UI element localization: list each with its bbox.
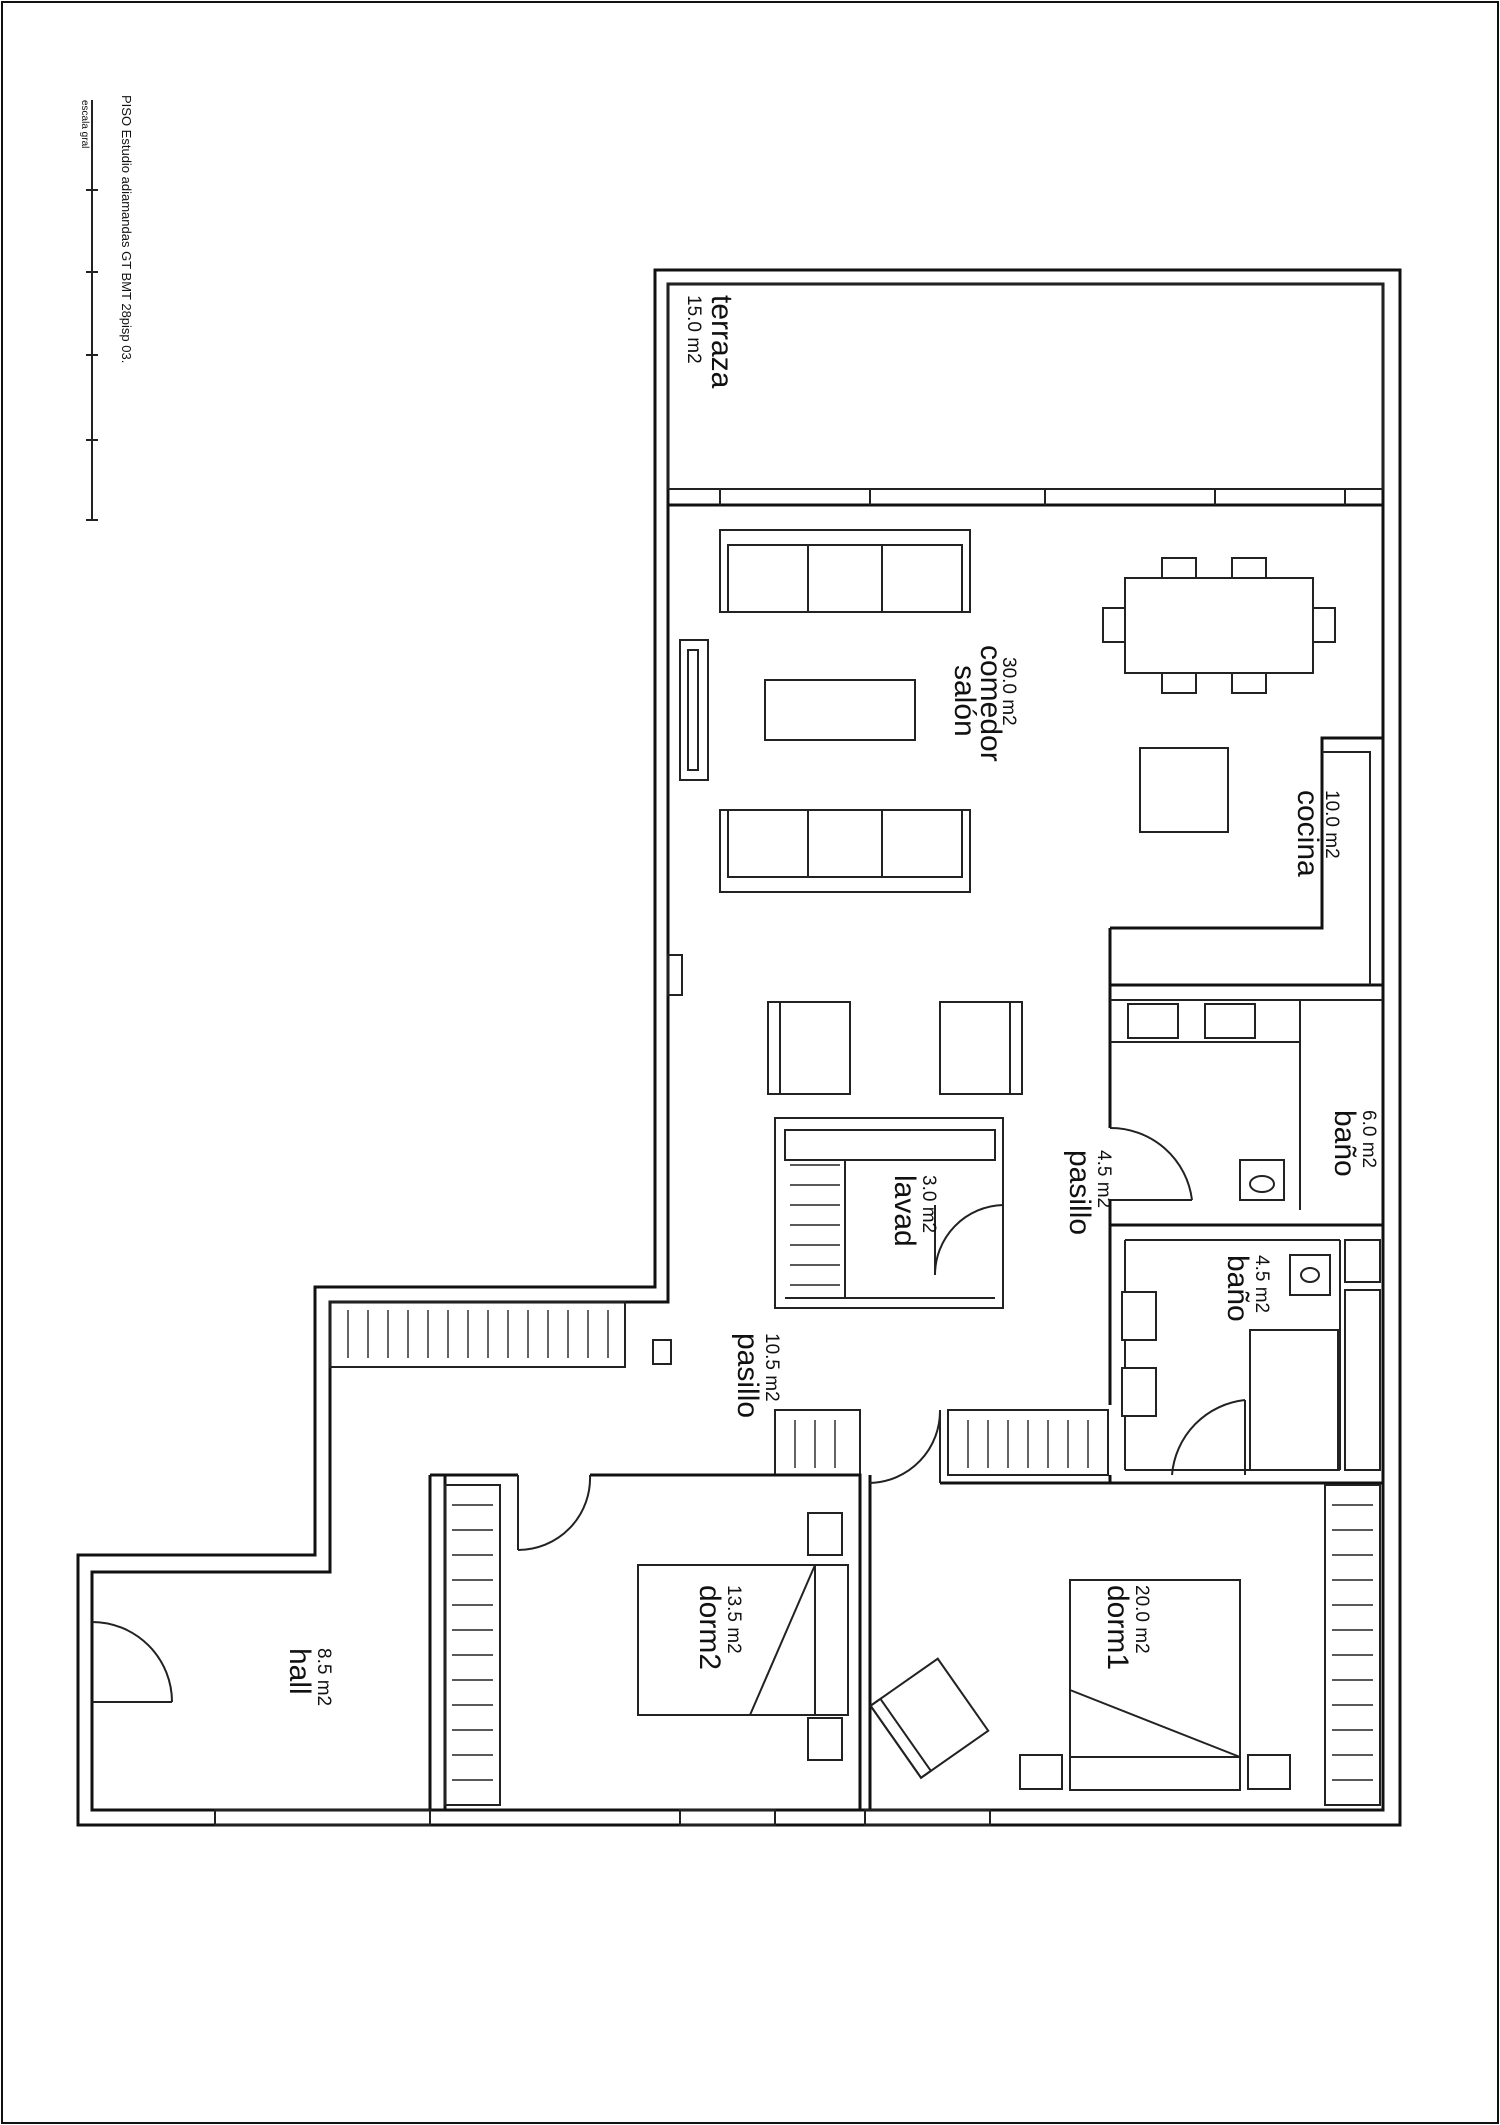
sink-4 xyxy=(1121,1367,1157,1417)
armchair-dorm1 xyxy=(869,1657,990,1780)
dorm1-name: dorm1 xyxy=(1101,1585,1134,1670)
hall-area xyxy=(76,1621,173,1712)
bano1-name: baño xyxy=(1328,1110,1361,1177)
label-dorm2: dorm2 13.5 m2 xyxy=(693,1585,744,1670)
bed-dorm1 xyxy=(1069,1579,1241,1791)
cocina-area xyxy=(1108,736,1383,987)
label-cocina: cocina 10.0 m2 xyxy=(1291,790,1342,877)
plan-note: PISO Estudio adiamandas GT BMT 28pisp 03… xyxy=(119,95,134,363)
sink-1 xyxy=(1127,1003,1179,1039)
dorm2-furniture xyxy=(637,1512,849,1761)
scale-note-text: escala gral xyxy=(79,100,90,148)
dorm1-area-text: 20.0 m2 xyxy=(1131,1585,1152,1654)
bano2-area xyxy=(1108,1225,1383,1485)
dining-table xyxy=(1124,577,1314,674)
door-bano2 xyxy=(1171,1399,1246,1476)
salon-furniture xyxy=(667,529,1336,1095)
salon-name-1: salón xyxy=(948,665,981,737)
label-bano2: baño 4.5 m2 xyxy=(1221,1255,1272,1322)
pasillo1-name: pasillo xyxy=(1063,1150,1096,1235)
door-lavad xyxy=(934,1204,1004,1276)
terraza-area-text: 15.0 m2 xyxy=(683,295,704,364)
sink-2 xyxy=(1204,1003,1256,1039)
bedroom-walls xyxy=(214,1409,1381,1826)
label-dorm1: dorm1 20.0 m2 xyxy=(1101,1585,1152,1670)
bano2-name: baño xyxy=(1221,1255,1254,1322)
label-pasillo1: pasillo 4.5 m2 xyxy=(1063,1150,1114,1235)
salon-area-text: 30.0 m2 xyxy=(998,657,1019,726)
bathtub xyxy=(1249,1329,1339,1471)
bano1-area xyxy=(1108,985,1383,1227)
nightstand-1 xyxy=(807,1512,843,1556)
coffee-table xyxy=(764,679,916,741)
hall-area-text: 8.5 m2 xyxy=(313,1648,334,1706)
label-bano1: baño 6.0 m2 xyxy=(1328,1110,1379,1177)
lavad-name: lavad xyxy=(888,1175,921,1247)
dorm2-area-text: 13.5 m2 xyxy=(723,1585,744,1654)
dorm2-name: dorm2 xyxy=(693,1585,726,1670)
label-hall: hall 8.5 m2 xyxy=(283,1648,334,1706)
pasillo2-name: pasillo xyxy=(731,1333,764,1418)
toilet-2 xyxy=(1289,1254,1331,1296)
terraza-area xyxy=(667,283,1384,505)
pasillo-closets xyxy=(329,1301,1109,1476)
armchair-2 xyxy=(939,1001,1023,1095)
bano2-area-text: 4.5 m2 xyxy=(1251,1255,1272,1313)
dorm1-furniture xyxy=(869,1579,1291,1791)
lavad-area xyxy=(774,1117,1004,1309)
scale-bar xyxy=(86,100,98,521)
label-salon: salón comedor 30.0 m2 xyxy=(948,645,1019,762)
hall-name: hall xyxy=(283,1648,316,1695)
nightstand-3 xyxy=(1019,1754,1063,1790)
terraza-name: terraza xyxy=(705,295,738,389)
cocina-name: cocina xyxy=(1291,790,1324,877)
lavad-area-text: 3.0 m2 xyxy=(918,1175,939,1233)
door-dorm1 xyxy=(869,1409,942,1484)
cocina-area-text: 10.0 m2 xyxy=(1321,790,1342,859)
door-bano1 xyxy=(1109,1126,1193,1201)
label-lavad: lavad 3.0 m2 xyxy=(888,1175,939,1247)
scale-note: escala gral xyxy=(79,100,90,148)
pasillo2-area-text: 10.5 m2 xyxy=(761,1333,782,1402)
plan-note-text: PISO Estudio adiamandas GT BMT 28pisp 03… xyxy=(119,95,134,363)
nightstand-2 xyxy=(807,1717,843,1761)
door-hall xyxy=(91,1621,173,1703)
salon-name-2: comedor xyxy=(974,645,1007,762)
toilet-1 xyxy=(1239,1159,1285,1201)
kitchen-island xyxy=(1139,747,1229,833)
armchair-1 xyxy=(767,1001,851,1095)
pasillo1-area-text: 4.5 m2 xyxy=(1093,1150,1114,1208)
label-terraza: terraza 15.0 m2 xyxy=(683,295,738,389)
label-pasillo2: pasillo 10.5 m2 xyxy=(731,1333,782,1418)
sink-3 xyxy=(1121,1291,1157,1341)
bano1-area-text: 6.0 m2 xyxy=(1358,1110,1379,1168)
door-dorm2 xyxy=(517,1474,592,1552)
bed-dorm2 xyxy=(637,1564,849,1716)
tv-unit xyxy=(679,639,709,781)
nightstand-4 xyxy=(1247,1754,1291,1790)
